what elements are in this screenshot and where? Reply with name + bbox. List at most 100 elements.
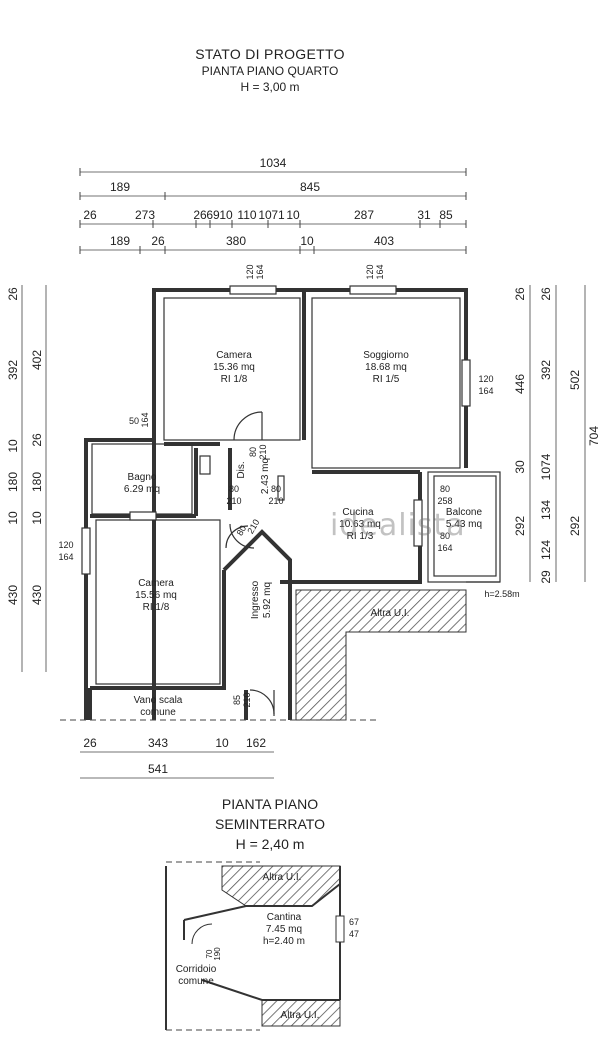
svg-text:210: 210	[226, 496, 241, 506]
room-dis: Dis. 2.43 mq	[236, 458, 271, 494]
svg-text:80: 80	[271, 484, 281, 494]
svg-text:164: 164	[255, 264, 265, 279]
svg-text:RI 1/3: RI 1/3	[347, 531, 374, 542]
dim-total-top: 1034	[260, 156, 287, 170]
plan-height: H = 3,00 m	[240, 80, 300, 94]
dim-label: 10	[300, 234, 314, 248]
dim-label: 1074	[539, 453, 553, 480]
opening-labels: 120 164 120 164 120 164 120 164 50 164 8…	[58, 264, 519, 707]
svg-text:Ingresso: Ingresso	[250, 580, 261, 619]
room-camera-bottom: Camera 15.56 mq RI 1/8	[135, 578, 177, 613]
dim-label: 26	[151, 234, 165, 248]
room-altra-ui-basement-2: Altra U.I.	[281, 1010, 320, 1021]
svg-text:RI 1/8: RI 1/8	[143, 602, 170, 613]
svg-text:Cantina: Cantina	[267, 912, 302, 923]
dimension-labels-bottom: 26 343 10 162 541	[83, 736, 266, 776]
svg-text:RI 1/8: RI 1/8	[221, 374, 248, 385]
svg-text:210: 210	[258, 444, 268, 459]
svg-text:164: 164	[375, 264, 385, 279]
svg-text:164: 164	[58, 552, 73, 562]
room-bagno: Bagno 6.29 mq	[124, 472, 160, 495]
dim-label: 292	[568, 516, 582, 536]
svg-text:5.43 mq: 5.43 mq	[446, 519, 482, 530]
svg-text:26: 26	[83, 736, 97, 750]
svg-text:80: 80	[235, 524, 249, 538]
dim-label: 110	[237, 208, 256, 222]
dim-label: 29	[539, 570, 553, 584]
svg-text:Camera: Camera	[216, 350, 252, 361]
dim-label: 273	[135, 208, 155, 222]
dim-label: 69	[206, 208, 220, 222]
svg-text:2.43 mq: 2.43 mq	[260, 458, 271, 494]
svg-text:70: 70	[205, 949, 214, 958]
dimensions-top	[79, 168, 467, 254]
door-swings	[199, 411, 285, 716]
dim-label: 392	[539, 360, 553, 380]
basement-labels: Altra U.I. Cantina 7.45 mq h=2.40 m Corr…	[176, 872, 359, 1021]
room-cantina: Cantina 7.45 mq h=2.40 m	[263, 912, 305, 947]
room-ingresso: Ingresso 5.92 mq	[250, 580, 273, 619]
svg-text:120: 120	[365, 264, 375, 279]
svg-text:6.29 mq: 6.29 mq	[124, 484, 160, 495]
svg-text:Soggiorno: Soggiorno	[363, 350, 409, 361]
dim-label: 30	[513, 460, 527, 474]
dimensions-right	[529, 285, 586, 582]
dim-label: 380	[226, 234, 246, 248]
dimension-labels-right: 26 446 30 292 26 392 1074 134 124 29 502…	[513, 287, 600, 584]
basement-title: PIANTA PIANO	[221, 796, 319, 812]
room-vano-scala: Vano scala comune	[134, 695, 183, 718]
dim-label: 26	[539, 287, 553, 301]
dim-label: 134	[539, 500, 553, 520]
dim-label: 10	[6, 439, 20, 453]
dim-label: 10	[258, 208, 272, 222]
svg-text:120: 120	[478, 374, 493, 384]
dim-label: 26	[30, 433, 44, 447]
dimension-labels-top: 1034 189 845 26 273 26 69 10 110 10 71 1…	[83, 156, 453, 248]
svg-text:80: 80	[248, 447, 258, 457]
svg-text:67: 67	[349, 917, 359, 927]
dim-label: 502	[568, 370, 582, 390]
dim-label: 292	[513, 516, 527, 536]
svg-text:258: 258	[437, 496, 452, 506]
dim-label: 392	[6, 360, 20, 380]
svg-text:Corridoio: Corridoio	[176, 964, 217, 975]
dimensions-left	[21, 285, 47, 672]
dim-label: 180	[6, 472, 20, 492]
svg-text:Balcone: Balcone	[446, 507, 483, 518]
svg-text:85: 85	[232, 695, 242, 705]
svg-text:10: 10	[215, 736, 229, 750]
dim-label: 26	[6, 287, 20, 301]
svg-text:h=2.58m: h=2.58m	[484, 589, 519, 599]
svg-text:120: 120	[58, 540, 73, 550]
svg-text:15.36 mq: 15.36 mq	[213, 362, 255, 373]
svg-text:210: 210	[268, 496, 283, 506]
svg-text:80: 80	[440, 484, 450, 494]
basement-subtitle: SEMINTERRATO	[215, 816, 325, 832]
room-altra-ui-basement: Altra U.I.	[263, 872, 302, 883]
room-balcone: Balcone 5.43 mq	[446, 507, 483, 530]
basement-plan	[165, 861, 345, 1031]
svg-text:80: 80	[229, 484, 239, 494]
svg-text:80: 80	[440, 531, 450, 541]
dim-label: 10	[6, 511, 20, 525]
svg-text:210: 210	[242, 692, 252, 707]
svg-text:164: 164	[478, 386, 493, 396]
dim-label: 31	[417, 208, 431, 222]
svg-text:RI 1/5: RI 1/5	[373, 374, 400, 385]
svg-text:Dis.: Dis.	[236, 461, 247, 478]
dim-label: 26	[83, 208, 97, 222]
svg-text:15.56 mq: 15.56 mq	[135, 590, 177, 601]
svg-text:343: 343	[148, 736, 168, 750]
dim-label: 402	[30, 350, 44, 370]
dim-label: 124	[539, 540, 553, 560]
svg-text:Camera: Camera	[138, 578, 174, 589]
dim-label: 446	[513, 374, 527, 394]
svg-text:50: 50	[129, 416, 139, 426]
room-camera-top: Camera 15.36 mq RI 1/8	[213, 350, 255, 385]
room-soggiorno: Soggiorno 18.68 mq RI 1/5	[363, 350, 409, 385]
dim-label: 845	[300, 180, 320, 194]
svg-text:10.63 mq: 10.63 mq	[339, 519, 381, 530]
dim-label: 71	[271, 208, 285, 222]
dim-label: 189	[110, 180, 130, 194]
